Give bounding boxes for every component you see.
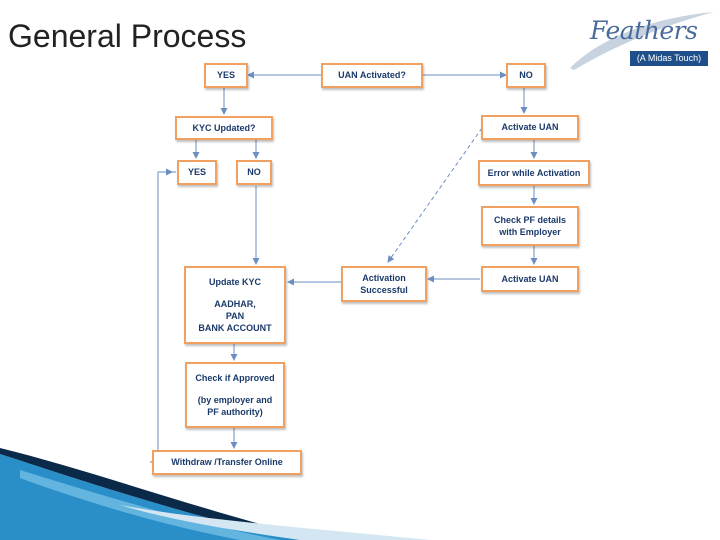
check-approved-line2: PF authority) (207, 407, 263, 418)
check-approved-line1: (by employer and (197, 394, 273, 405)
arrow-activate-to-success-dashed (387, 127, 483, 263)
no-top-node: NO (506, 63, 546, 88)
uan-activated-node: UAN Activated? (321, 63, 423, 88)
logo-tagline: (A Midas Touch) (630, 51, 708, 66)
activation-label-line2: Successful (360, 285, 408, 295)
activation-successful-node: Activation Successful (341, 266, 427, 302)
update-kyc-node: Update KYC AADHAR, PAN BANK ACCOUNT (184, 266, 286, 344)
yes-top-label: YES (216, 70, 235, 81)
update-kyc-item-aadhar: AADHAR, (214, 298, 256, 309)
update-kyc-item-bank: BANK ACCOUNT (198, 323, 272, 334)
uan-activated-label: UAN Activated? (338, 70, 406, 81)
activate-uan-label-2: Activate UAN (501, 273, 559, 284)
yes-top-node: YES (204, 63, 248, 88)
logo-script-text: Feathers (590, 16, 698, 45)
no-kyc-label: NO (247, 167, 261, 178)
corner-swoosh-decoration (0, 448, 430, 540)
check-pf-label-line1: Check PF details (493, 214, 567, 225)
no-top-label: NO (519, 70, 533, 81)
feathers-logo: Feathers (A Midas Touch) (568, 10, 716, 72)
activate-uan-label-1: Activate UAN (501, 122, 559, 133)
update-kyc-item-pan: PAN (225, 311, 245, 321)
yes-kyc-node: YES (177, 160, 217, 185)
kyc-updated-node: KYC Updated? (175, 116, 273, 140)
connector-loop (150, 171, 176, 463)
no-kyc-node: NO (236, 160, 272, 185)
update-kyc-title: Update KYC (208, 276, 261, 287)
yes-kyc-label: YES (187, 167, 206, 178)
slide-title: General Process (8, 18, 247, 54)
check-pf-node: Check PF details with Employer (481, 206, 579, 246)
check-approved-title: Check if Approved (195, 372, 275, 383)
error-activation-label: Error while Activation (487, 167, 581, 178)
withdraw-label: Withdraw /Transfer Online (171, 457, 283, 468)
activate-uan-node-1: Activate UAN (481, 115, 579, 140)
activate-uan-node-2: Activate UAN (481, 266, 579, 292)
withdraw-node: Withdraw /Transfer Online (152, 450, 302, 475)
kyc-updated-label: KYC Updated? (192, 122, 256, 133)
error-activation-node: Error while Activation (478, 160, 590, 186)
check-approved-node: Check if Approved (by employer and PF au… (185, 362, 285, 428)
check-pf-label-line2: with Employer (499, 227, 561, 237)
activation-label-line1: Activation (362, 272, 406, 283)
